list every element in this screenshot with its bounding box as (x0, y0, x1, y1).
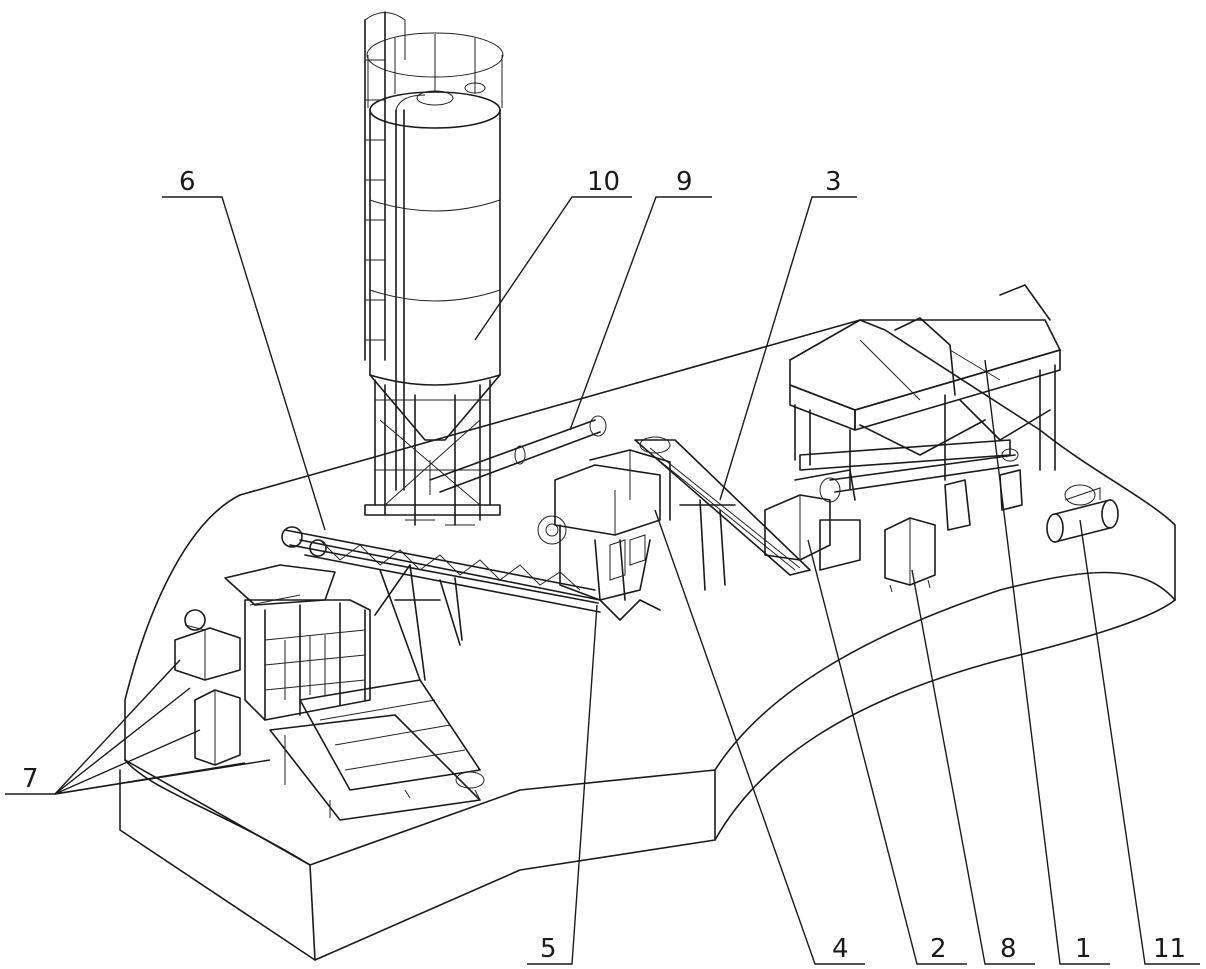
concrete-mixer (537, 449, 671, 621)
cement-silo (364, 11, 504, 526)
callout-5: 5 (540, 934, 557, 964)
air-compressor (1046, 484, 1119, 543)
callout-1: 1 (1075, 934, 1092, 964)
callout-4: 4 (832, 934, 849, 964)
callout-leaders (5, 196, 1200, 965)
callout-6: 6 (179, 167, 196, 197)
callout-2: 2 (930, 934, 947, 964)
callout-labels: 6 10 9 3 7 5 4 2 8 1 11 (22, 167, 1186, 964)
block-machine (174, 564, 485, 821)
aggregate-batcher (789, 284, 1061, 531)
callout-3: 3 (825, 167, 842, 197)
callout-11: 11 (1153, 934, 1186, 964)
batch-belt-conveyor (634, 436, 811, 591)
callout-7: 7 (22, 764, 39, 794)
callout-10: 10 (587, 167, 620, 197)
callout-9: 9 (676, 167, 693, 197)
feed-belt-conveyor (281, 526, 601, 681)
callout-8: 8 (1000, 934, 1017, 964)
screw-conveyor (429, 415, 607, 495)
base-platform (119, 319, 1176, 961)
weighing-hopper (764, 469, 861, 571)
control-cabinet (884, 517, 936, 593)
